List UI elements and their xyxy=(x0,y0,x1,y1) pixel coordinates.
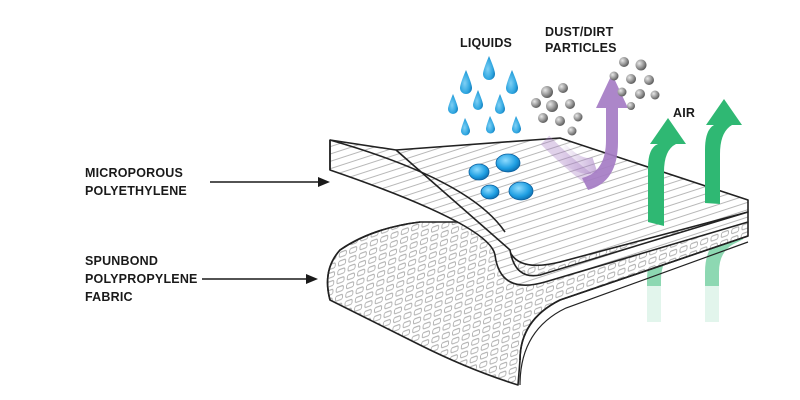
droplet-icon xyxy=(512,116,521,134)
dust-particles xyxy=(531,57,660,136)
water-bead xyxy=(508,181,534,201)
sphere-icon xyxy=(573,112,583,122)
spunbond-fabric-layer xyxy=(326,221,749,386)
sphere-icon xyxy=(627,102,635,110)
label-dust-line2: PARTICLES xyxy=(545,41,617,55)
sphere-icon xyxy=(541,86,553,98)
droplet-icon xyxy=(460,70,472,94)
sphere-icon xyxy=(531,98,541,108)
water-bead xyxy=(468,163,490,181)
sphere-icon xyxy=(619,57,629,67)
sphere-icon xyxy=(555,116,565,126)
label-spunbond-line3: FABRIC xyxy=(85,290,133,304)
label-dust-line1: DUST/DIRT xyxy=(545,25,614,39)
sphere-icon xyxy=(635,89,645,99)
droplet-icon xyxy=(495,94,505,114)
sphere-icon xyxy=(565,99,575,109)
label-spunbond-line2: POLYPROPYLENE xyxy=(85,272,198,286)
sphere-icon xyxy=(626,74,636,84)
sphere-icon xyxy=(644,75,654,85)
droplet-icon xyxy=(473,90,483,110)
droplet-icon xyxy=(483,56,495,80)
sphere-icon xyxy=(558,83,568,93)
label-pointers xyxy=(202,177,330,284)
label-microporous-line2: POLYETHYLENE xyxy=(85,184,187,198)
droplet-icon xyxy=(486,116,495,134)
air-flow-arrows xyxy=(648,99,742,226)
water-bead xyxy=(495,153,521,173)
sphere-icon xyxy=(609,71,619,81)
label-microporous-line1: MICROPOROUS xyxy=(85,166,183,180)
sphere-icon xyxy=(567,126,577,136)
water-beads xyxy=(468,153,534,201)
sphere-icon xyxy=(617,87,627,97)
droplet-icon xyxy=(448,94,458,114)
liquid-drops xyxy=(448,56,521,136)
label-liquids: LIQUIDS xyxy=(460,36,512,50)
droplet-icon xyxy=(506,70,518,94)
water-bead xyxy=(480,184,500,200)
label-spunbond-line1: SPUNBOND xyxy=(85,254,158,268)
up-arrow-icon xyxy=(648,118,686,226)
sphere-icon xyxy=(546,100,558,112)
up-arrow-icon xyxy=(705,99,742,204)
droplet-icon xyxy=(461,118,470,136)
sphere-icon xyxy=(635,59,647,71)
label-air: AIR xyxy=(673,106,695,120)
dust-deflection-arrow xyxy=(540,74,628,190)
sphere-icon xyxy=(650,90,660,100)
sphere-icon xyxy=(538,113,548,123)
